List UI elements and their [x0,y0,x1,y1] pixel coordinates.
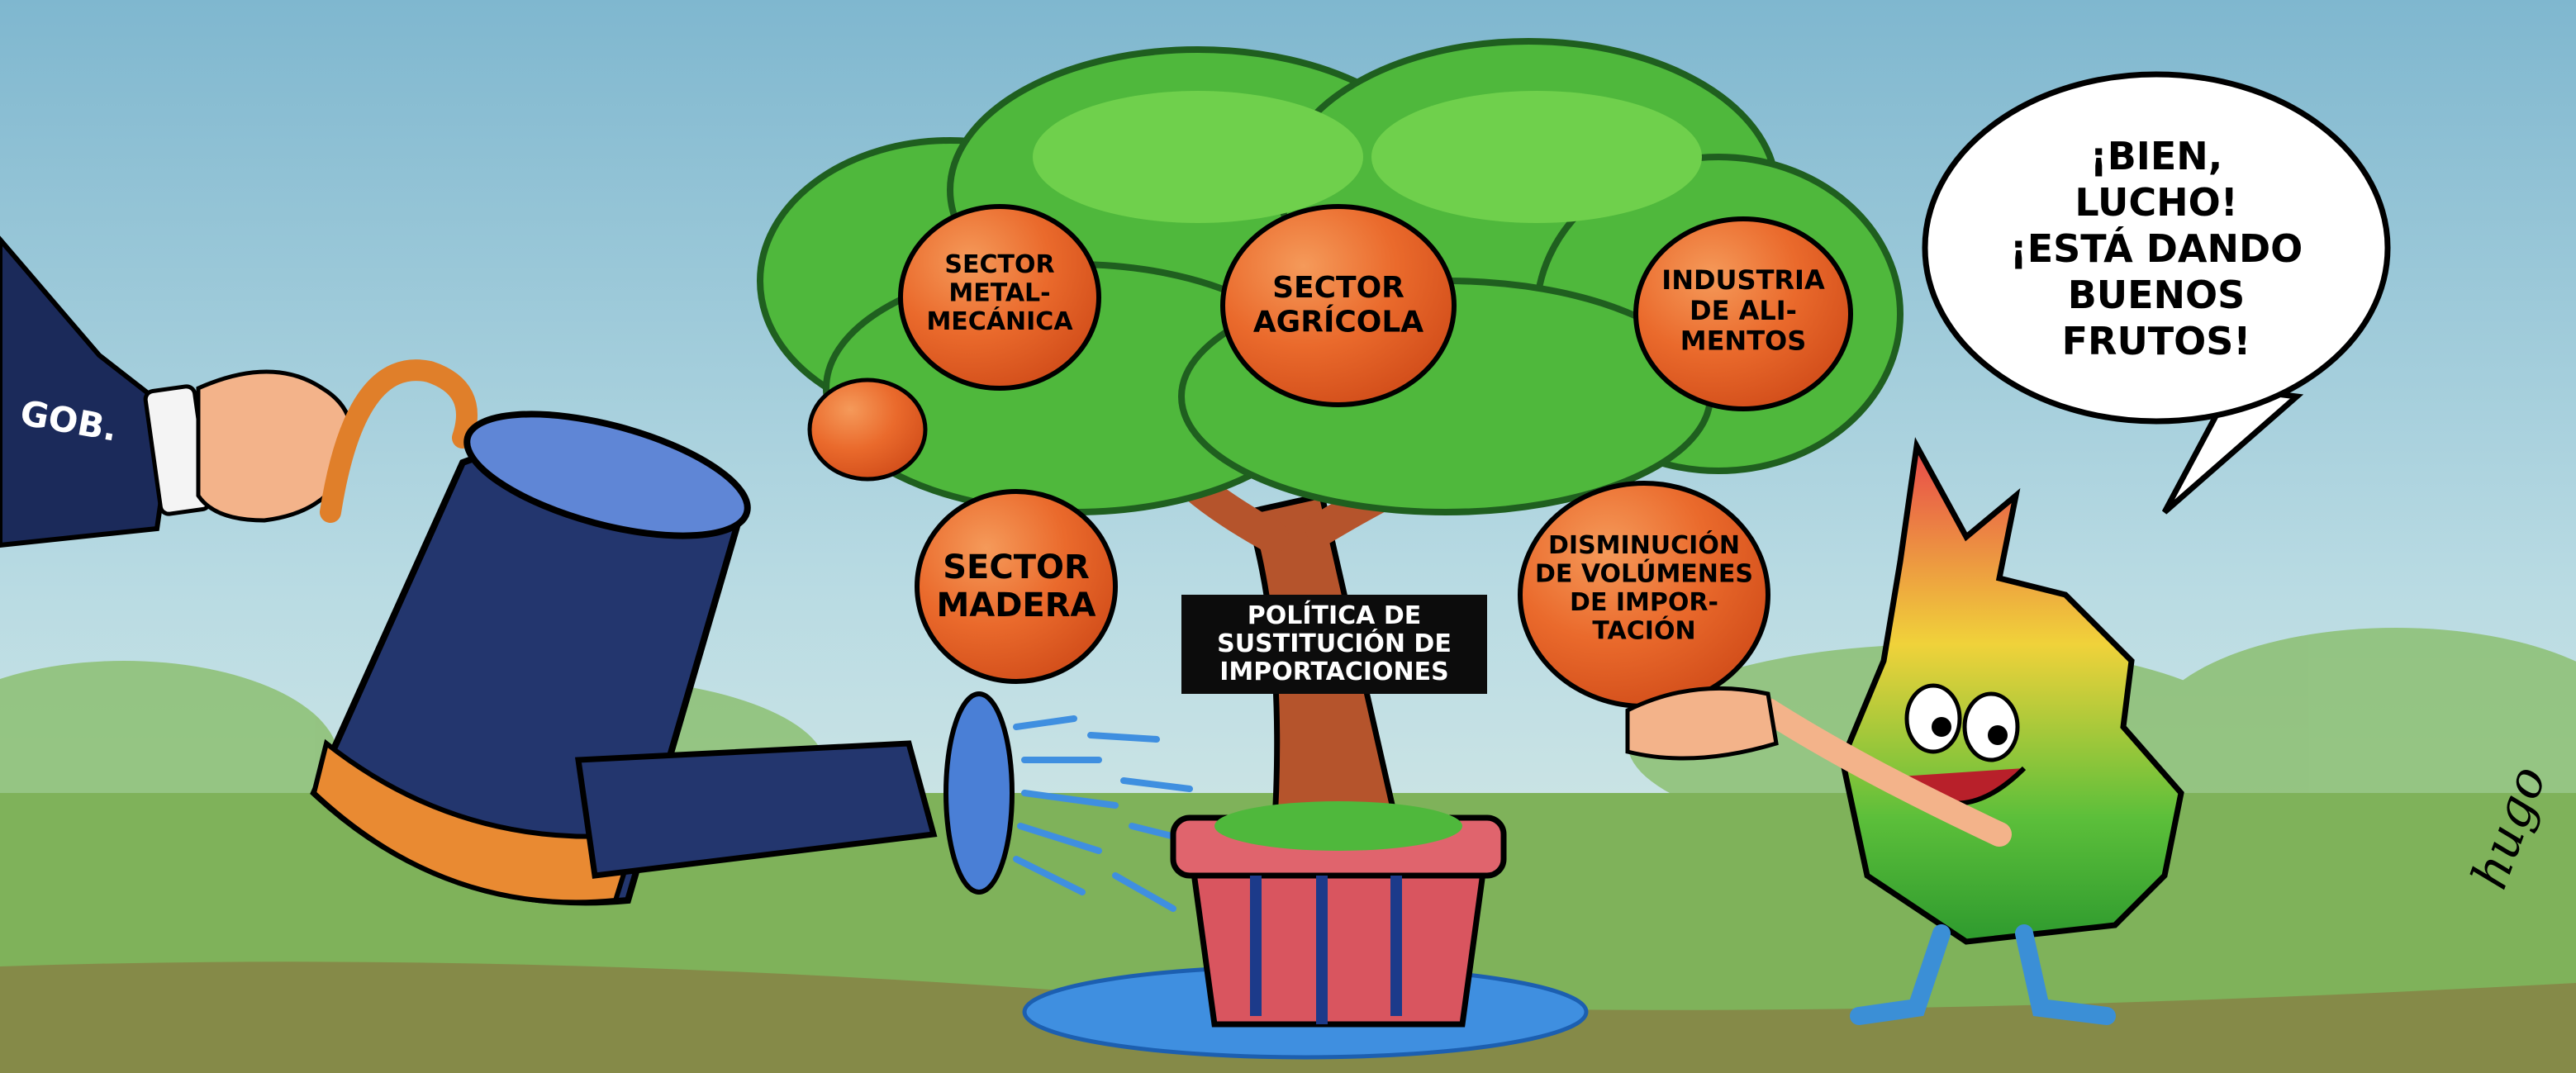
can-opening [463,411,751,539]
bolivia-character [1625,437,2184,1025]
spout-rose [943,691,1015,895]
character-eye-right [1962,691,2020,762]
small-apple [807,377,928,482]
can-bottom-band [311,738,640,905]
foliage-highlight [1033,91,1702,223]
character-arm [1756,698,2012,847]
watering-can [310,359,1015,906]
can-spout [574,740,938,879]
character-body [1839,437,2184,945]
can-handle [320,359,478,523]
character-legs [1850,924,2116,1025]
government-hand: GOB. [0,235,354,548]
character-hand [1625,686,1779,761]
character-eye-left [1904,683,1962,754]
flower-pot [1170,801,1507,1028]
